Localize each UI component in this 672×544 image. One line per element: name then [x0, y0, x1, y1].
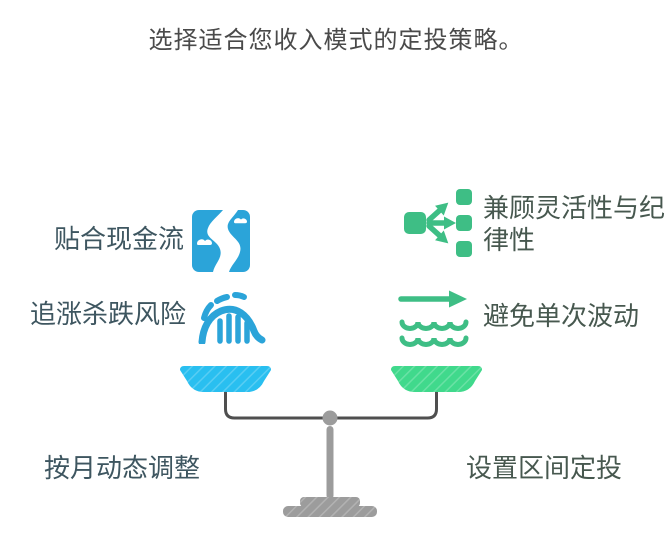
scale-beam	[224, 388, 438, 420]
page-title: 选择适合您收入模式的定投策略。	[148, 26, 524, 54]
label-chasing-risk: 追涨杀跌风险	[29, 300, 186, 330]
label-interval-invest: 设置区间定投	[466, 454, 623, 484]
wave-crash-risk-icon	[198, 292, 266, 344]
label-fit-cash-flow: 贴合现金流	[53, 225, 184, 255]
label-avoid-volatility: 避免单次波动	[483, 302, 640, 332]
balance-scale-graphic	[180, 366, 482, 517]
label-flexibility-discipline: 兼顾灵活性与纪律性	[483, 194, 666, 256]
steady-arrow-over-waves-icon	[398, 290, 469, 347]
scale-pivot	[322, 410, 338, 426]
scale-base	[283, 497, 377, 517]
scale-left-pan	[180, 366, 271, 392]
river-cash-flow-icon	[192, 210, 250, 272]
scale-right-pan	[391, 366, 482, 392]
branch-allocation-icon	[404, 189, 472, 257]
scale-post	[326, 426, 334, 499]
label-monthly-adjust: 按月动态调整	[44, 454, 201, 484]
